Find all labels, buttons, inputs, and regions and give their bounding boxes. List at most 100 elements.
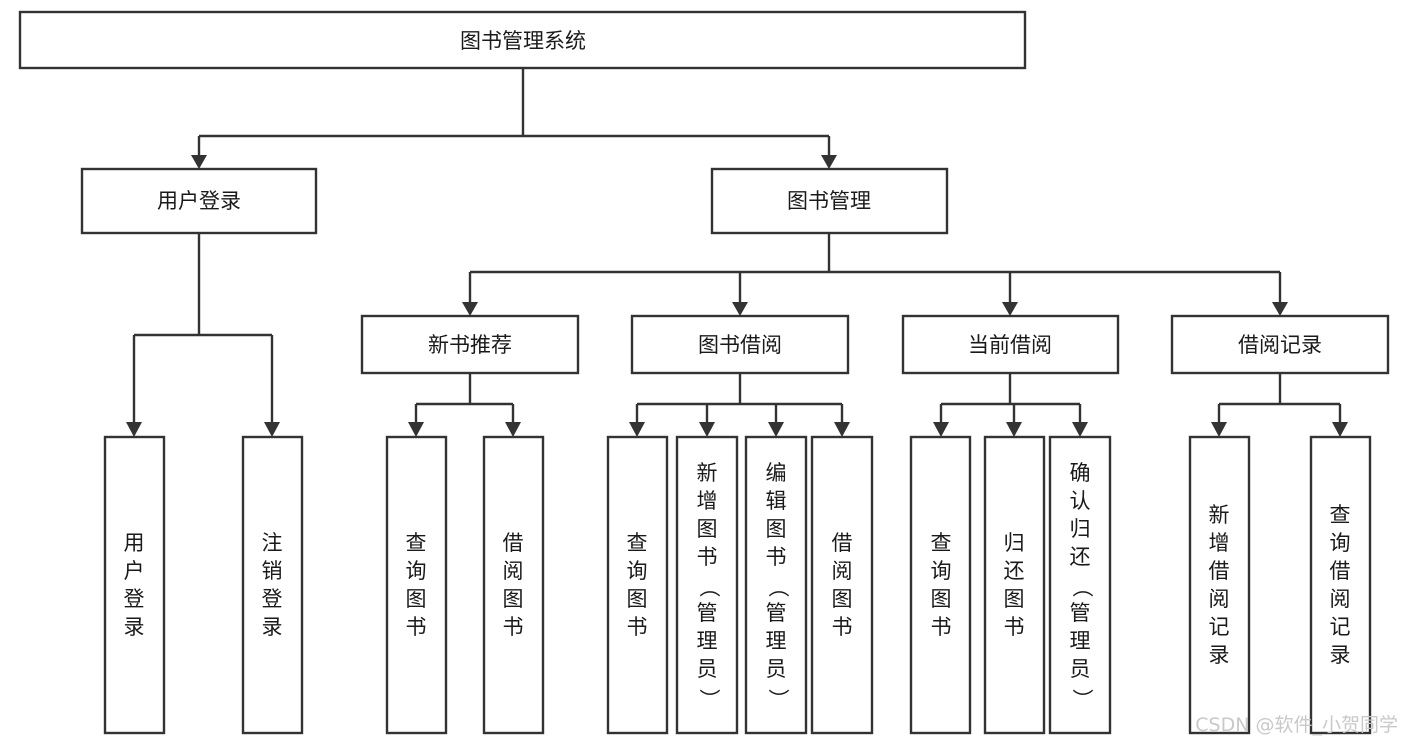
leaf-label-char: 管 — [766, 601, 787, 625]
leaf-label-char: （ — [1070, 577, 1094, 598]
leaf-box-leaf-query-borrow-record[interactable] — [1309, 435, 1372, 735]
leaf-label-char: 询 — [406, 559, 427, 583]
connector-newbook-to-leaves — [414, 373, 515, 426]
node-new-book-recommend[interactable]: 新书推荐 — [360, 314, 580, 375]
leaf-box-leaf-borrow-book-rec[interactable] — [482, 435, 545, 735]
leaf-label-char: 户 — [124, 559, 145, 583]
leaf-box-leaf-confirm-return-admin[interactable] — [1048, 435, 1112, 735]
leaf-label-char: 书 — [931, 615, 952, 639]
leaf-label-char: 员 — [1070, 657, 1091, 681]
leaf-box-leaf-return-book[interactable] — [983, 435, 1046, 735]
leaf-label-char: 增 — [1209, 531, 1230, 555]
node-new-book-recommend-box[interactable] — [360, 314, 580, 375]
node-borrow-record[interactable]: 借阅记录 — [1170, 314, 1390, 375]
leaf-label-char: 新 — [1209, 503, 1230, 527]
leaf-box-leaf-query-book-cb[interactable] — [909, 435, 972, 735]
leaf-label-char: 书 — [832, 615, 853, 639]
leaf-label-char: 书 — [697, 545, 718, 569]
leaf-node-leaf-user-login[interactable]: 用户登录 — [103, 435, 166, 735]
leaf-box-leaf-query-book-bb[interactable] — [606, 435, 669, 735]
arrow-head-leaf-user-login — [126, 422, 142, 437]
node-root-box[interactable] — [18, 10, 1027, 70]
leaf-label-char: 员 — [697, 657, 718, 681]
leaf-box-leaf-borrow-book-bb[interactable] — [810, 435, 874, 735]
leaf-label-char: 询 — [627, 559, 648, 583]
leaf-vtext-leaf-user-login: 用户登录 — [124, 531, 145, 639]
leaf-label-char: 增 — [697, 489, 718, 513]
leaf-label-char: 登 — [124, 587, 145, 611]
connector-bookborrow-to-leaves — [635, 373, 844, 426]
node-root[interactable]: 图书管理系统 — [18, 10, 1027, 70]
leaf-label-char: 图 — [832, 587, 853, 611]
connector-bookmanage-to-level3 — [468, 233, 1282, 305]
leaf-box-leaf-edit-book-admin[interactable] — [744, 435, 808, 735]
node-book-manage-box[interactable] — [710, 167, 949, 235]
node-book-manage-label: 图书管理 — [787, 189, 871, 213]
leaf-label-char: 录 — [262, 615, 283, 639]
node-borrow-record-label: 借阅记录 — [1238, 333, 1322, 357]
arrow-head-leaf-edit-book-admin — [768, 422, 784, 437]
node-book-borrow-box[interactable] — [630, 314, 850, 375]
node-user-login[interactable]: 用户登录 — [80, 167, 318, 235]
arrow-head-leaf-add-book-admin — [699, 422, 715, 437]
leaf-box-leaf-user-logout[interactable] — [241, 435, 304, 735]
leaf-label-char: 还 — [1070, 545, 1091, 569]
leaf-label-char: 记 — [1209, 615, 1230, 639]
leaf-label-char: （ — [697, 577, 721, 598]
leaf-box-leaf-add-book-admin[interactable] — [675, 435, 739, 735]
leaf-label-char: 图 — [766, 517, 787, 541]
arrow-head-leaf-user-logout — [264, 422, 280, 437]
node-current-borrow-box[interactable] — [901, 314, 1120, 375]
node-book-borrow-label: 图书借阅 — [698, 333, 782, 357]
leaf-label-char: 登 — [262, 587, 283, 611]
leaf-box-leaf-user-login[interactable] — [103, 435, 166, 735]
leaf-label-char: 录 — [124, 615, 145, 639]
leaf-label-char: 确 — [1070, 461, 1091, 485]
node-new-book-recommend-label: 新书推荐 — [428, 333, 512, 357]
leaf-label-char: 销 — [262, 559, 283, 583]
leaf-box-leaf-query-book-rec[interactable] — [385, 435, 448, 735]
node-book-borrow[interactable]: 图书借阅 — [630, 314, 850, 375]
leaf-label-char: 录 — [1209, 643, 1230, 667]
arrow-head-leaf-query-borrow-record — [1332, 422, 1348, 437]
leaf-label-char: 图 — [503, 587, 524, 611]
leaf-label-char: 辑 — [766, 489, 787, 513]
arrow-head-leaf-return-book — [1006, 422, 1022, 437]
leaf-label-char: 书 — [406, 615, 427, 639]
connector-userlogin-to-leaves — [132, 233, 274, 426]
leaf-label-char: 借 — [832, 531, 853, 555]
node-current-borrow[interactable]: 当前借阅 — [901, 314, 1120, 375]
node-borrow-record-box[interactable] — [1170, 314, 1390, 375]
leaf-label-char: 书 — [627, 615, 648, 639]
connector-borrowrecord-to-leaves — [1217, 373, 1342, 426]
leaf-label-char: 查 — [627, 531, 648, 555]
csdn-watermark: CSDN @软件_小贺同学 — [1195, 714, 1398, 736]
arrow-head-leaf-add-borrow-record — [1211, 422, 1227, 437]
leaf-label-char: 阅 — [832, 559, 853, 583]
node-book-manage[interactable]: 图书管理 — [710, 167, 949, 235]
node-user-login-box[interactable] — [80, 167, 318, 235]
leaf-label-char: 归 — [1070, 517, 1091, 541]
leaf-label-char: 询 — [931, 559, 952, 583]
leaf-box-leaf-add-borrow-record[interactable] — [1188, 435, 1251, 735]
